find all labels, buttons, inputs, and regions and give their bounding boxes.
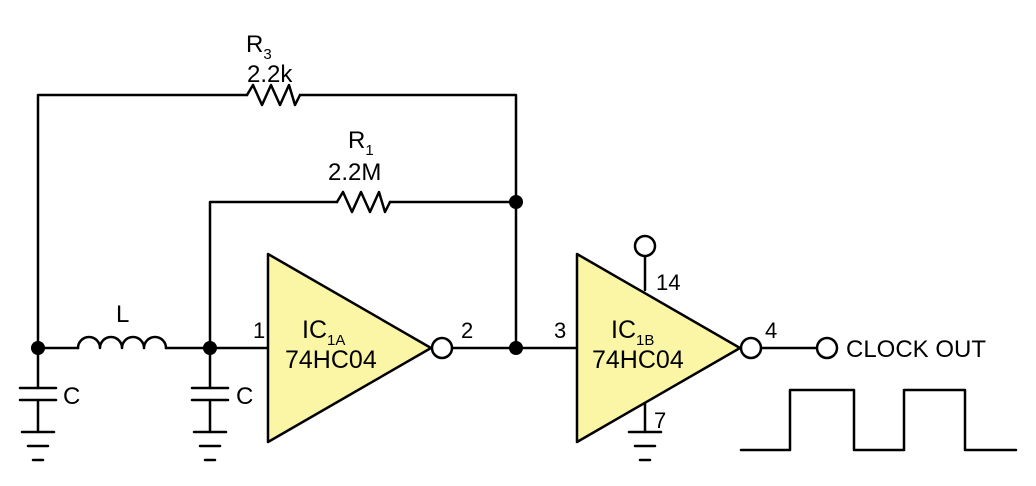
r3-value: 2.2k [247, 61, 293, 88]
capacitor-left [18, 346, 58, 434]
gate-a-bubble [430, 336, 454, 360]
gate-b-pin-gnd: 7 [654, 408, 666, 433]
output-terminal-icon [815, 336, 839, 360]
junction-gate-a-out [509, 341, 523, 355]
gate-a-pin-in: 1 [253, 318, 265, 343]
r3-resistor [245, 83, 302, 107]
ground-left-icon [20, 430, 56, 462]
gate-b-pin-vcc: 14 [656, 270, 680, 295]
inductor-coil [76, 335, 168, 350]
ground-gate-b-icon [627, 430, 663, 462]
ground-mid-icon [192, 430, 228, 462]
gate-a-inverter [266, 252, 433, 444]
r1-feedback-wire [208, 200, 518, 350]
gate-b-pin-out: 4 [765, 318, 777, 343]
gate-b-name: IC1B [611, 316, 654, 349]
gate-b-pin-in: 3 [554, 318, 566, 343]
r3-label: R3 [246, 31, 272, 63]
junction-left [31, 341, 45, 355]
gate-a-name: IC1A [302, 316, 345, 349]
gate-b-bubble [739, 336, 763, 360]
r3-feedback-wire [36, 93, 518, 350]
junction-mid [203, 341, 217, 355]
capacitor-mid [190, 346, 230, 434]
r1-resistor [335, 190, 392, 214]
gate-b-part: 74HC04 [592, 346, 684, 374]
output-label: CLOCK OUT [846, 336, 986, 363]
junction-r1-r3 [509, 195, 523, 209]
r1-value: 2.2M [328, 159, 381, 186]
inductor-label: L [116, 301, 129, 328]
capacitor-mid-label: C [236, 383, 253, 410]
square-wave-icon [739, 388, 1018, 452]
vcc-terminal-icon [633, 234, 657, 258]
gate-a-part: 74HC04 [285, 346, 377, 374]
gate-b-inverter [575, 252, 742, 444]
gate-a-pin-out: 2 [461, 318, 473, 343]
capacitor-left-label: C [63, 383, 80, 410]
r1-label: R1 [348, 127, 374, 159]
